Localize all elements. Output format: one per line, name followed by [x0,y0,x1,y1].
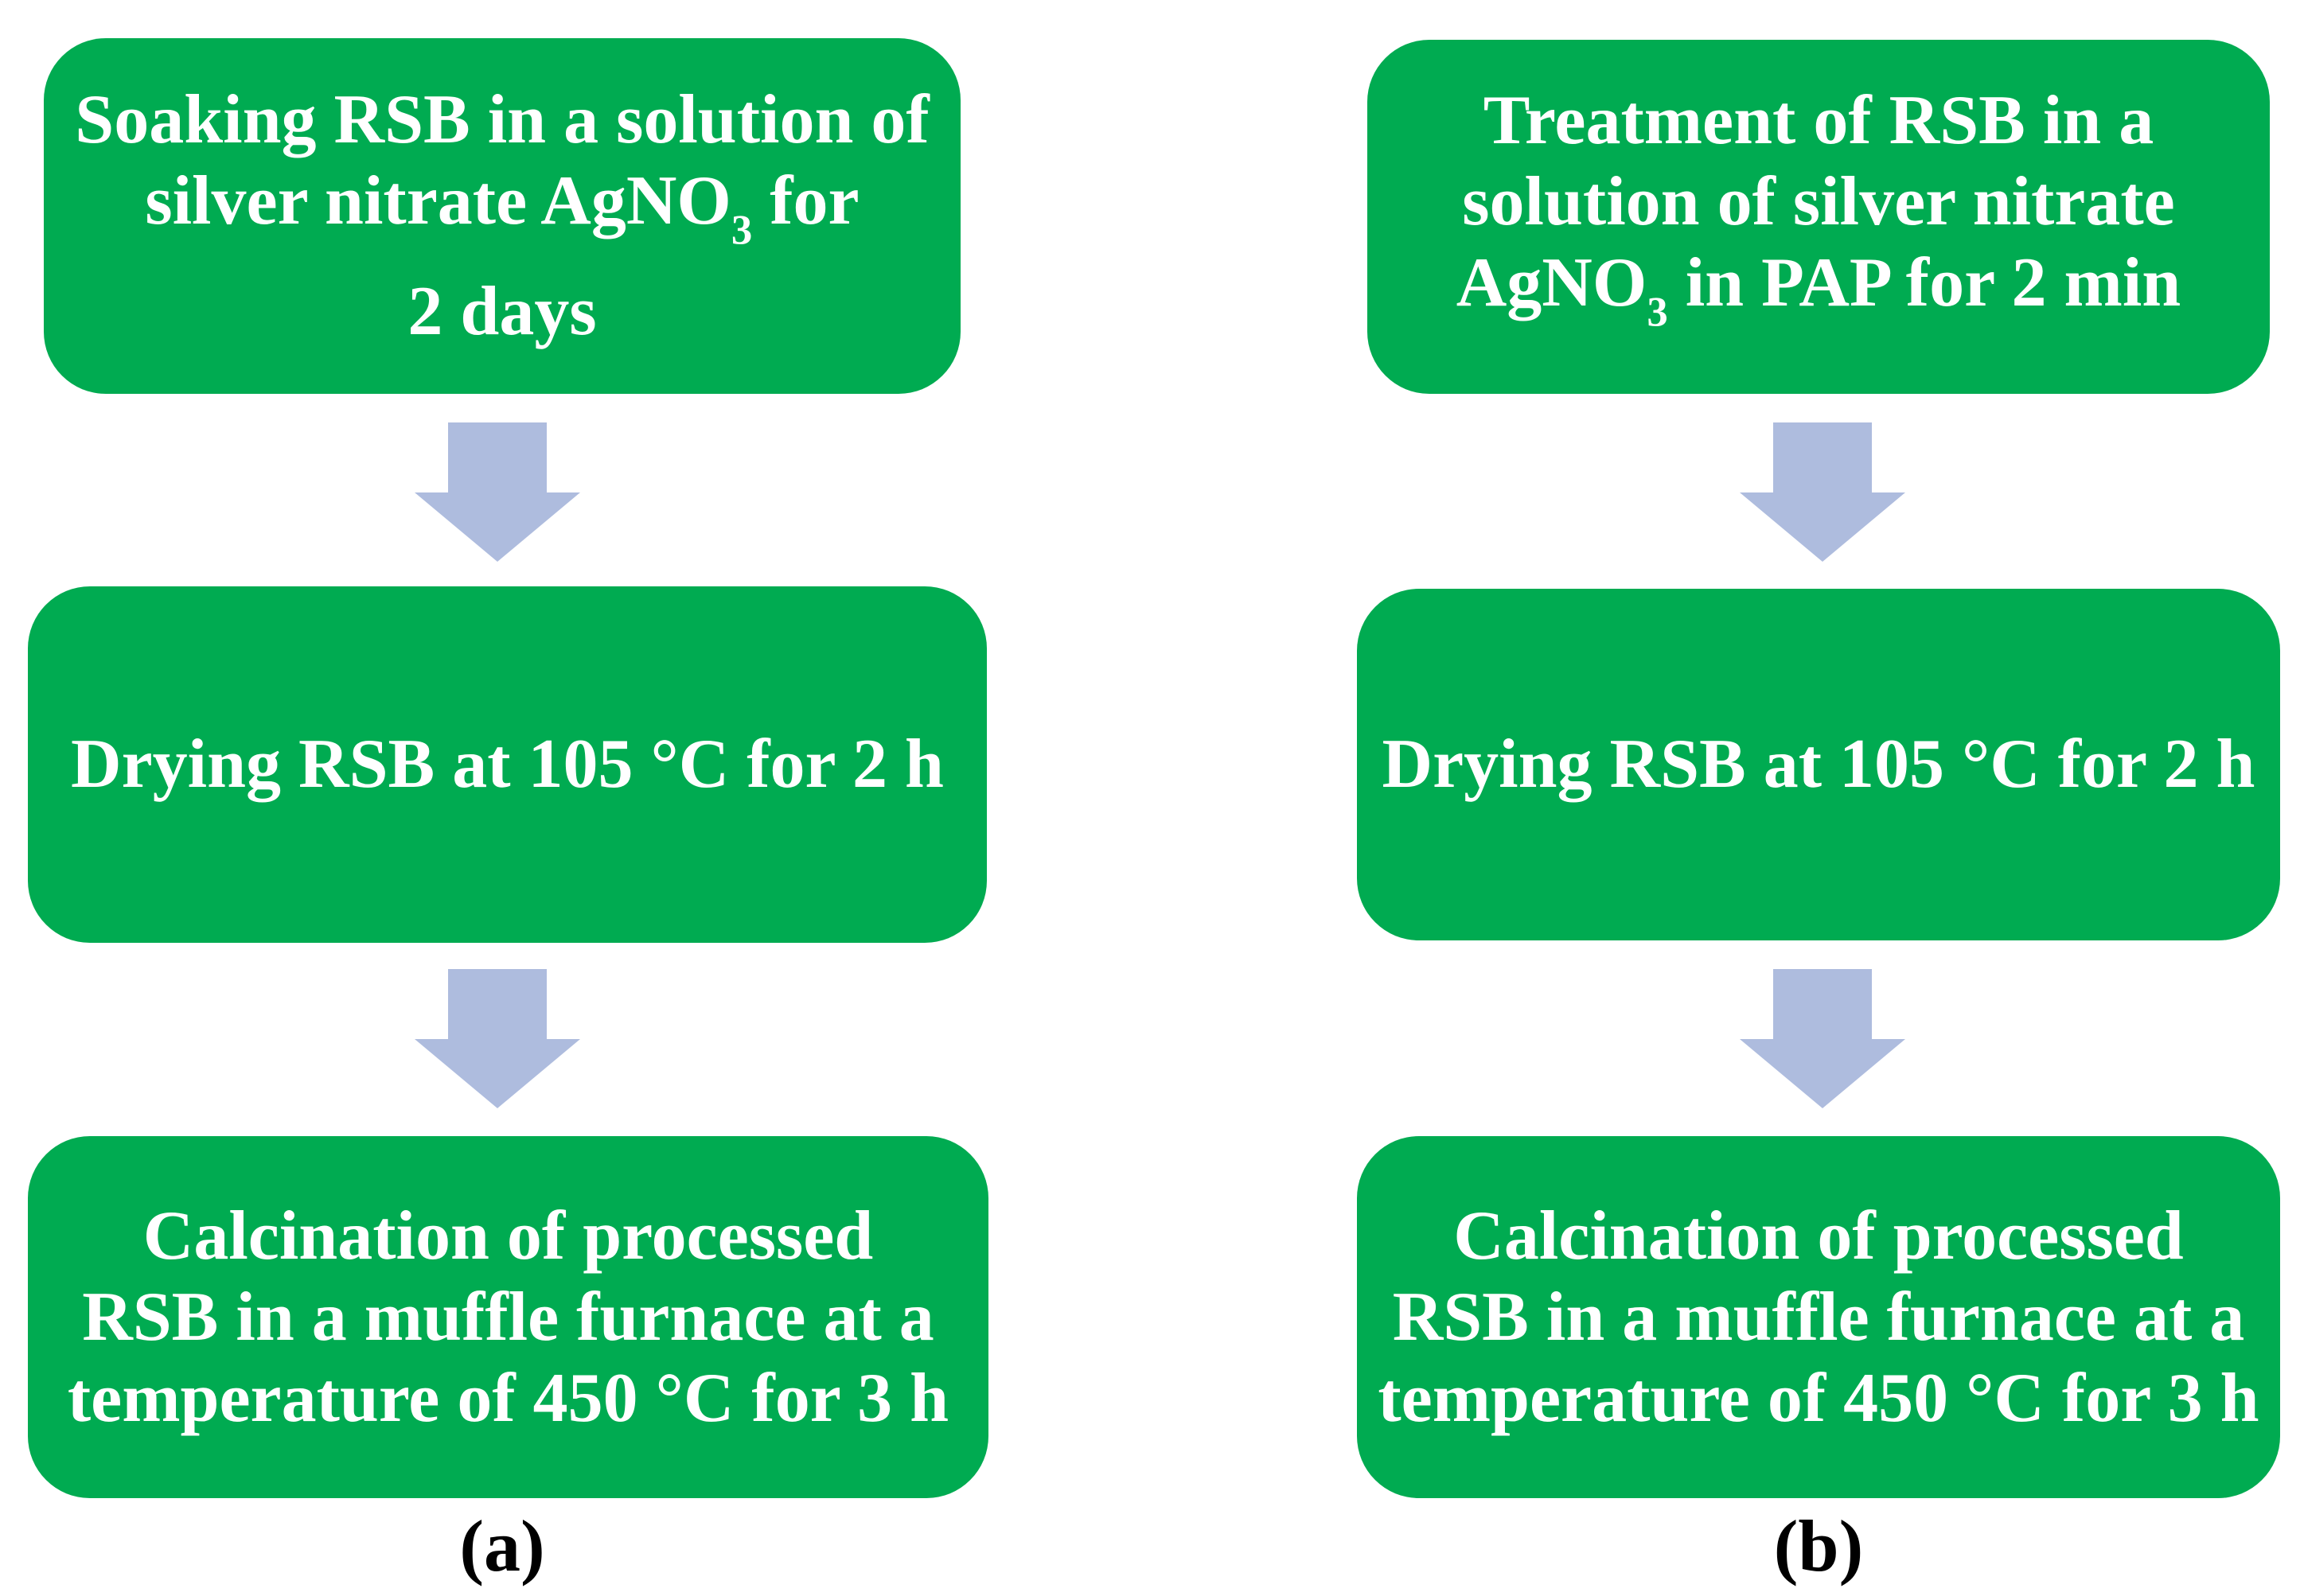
down-arrow-stem [448,969,547,1039]
step-text-line: Soaking RSB in a solution of [75,81,930,159]
step-text-line: AgNO3 in PAP for 2 min [1456,244,2181,336]
down-arrow-head [1740,1039,1905,1108]
down-arrow [415,969,580,1108]
step-text-line: temperature of 450 °C for 3 h [67,1359,949,1437]
step-text-line: 2 days [407,272,597,350]
down-arrow [415,422,580,562]
subfigure-label-a: (a) [459,1505,545,1586]
down-arrow-stem [448,422,547,492]
step-text-line: Treatment of RSB in a [1483,82,2154,160]
down-arrow-stem [1773,422,1872,492]
down-arrow [1740,969,1905,1108]
step-text-line: RSB in a muffle furnace at a [1392,1278,2245,1356]
subfigure-label-b: (b) [1773,1505,1864,1586]
step-text-line: temperature of 450 °C for 3 h [1378,1359,2259,1437]
step-box-drying-a: Drying RSB at 105 °C for 2 h [28,586,987,943]
subscript: 3 [731,207,753,254]
step-text-line: Calcination of processed [1453,1197,2184,1275]
down-arrow-stem [1773,969,1872,1039]
down-arrow-head [1740,492,1905,562]
step-box-drying-b: Drying RSB at 105 °C for 2 h [1357,589,2280,940]
step-text-line: Drying RSB at 105 °C for 2 h [1382,726,2255,803]
down-arrow-head [415,1039,580,1108]
step-text-line: Calcination of processed [142,1197,874,1275]
step-text-line: Drying RSB at 105 °C for 2 h [71,726,944,803]
subscript: 3 [1647,289,1668,336]
step-text-line: solution of silver nitrate [1462,163,2175,241]
down-arrow-head [415,492,580,562]
step-text-line: silver nitrate AgNO3 for [145,162,860,254]
down-arrow [1740,422,1905,562]
step-text-line: RSB in a muffle furnace at a [82,1278,934,1356]
